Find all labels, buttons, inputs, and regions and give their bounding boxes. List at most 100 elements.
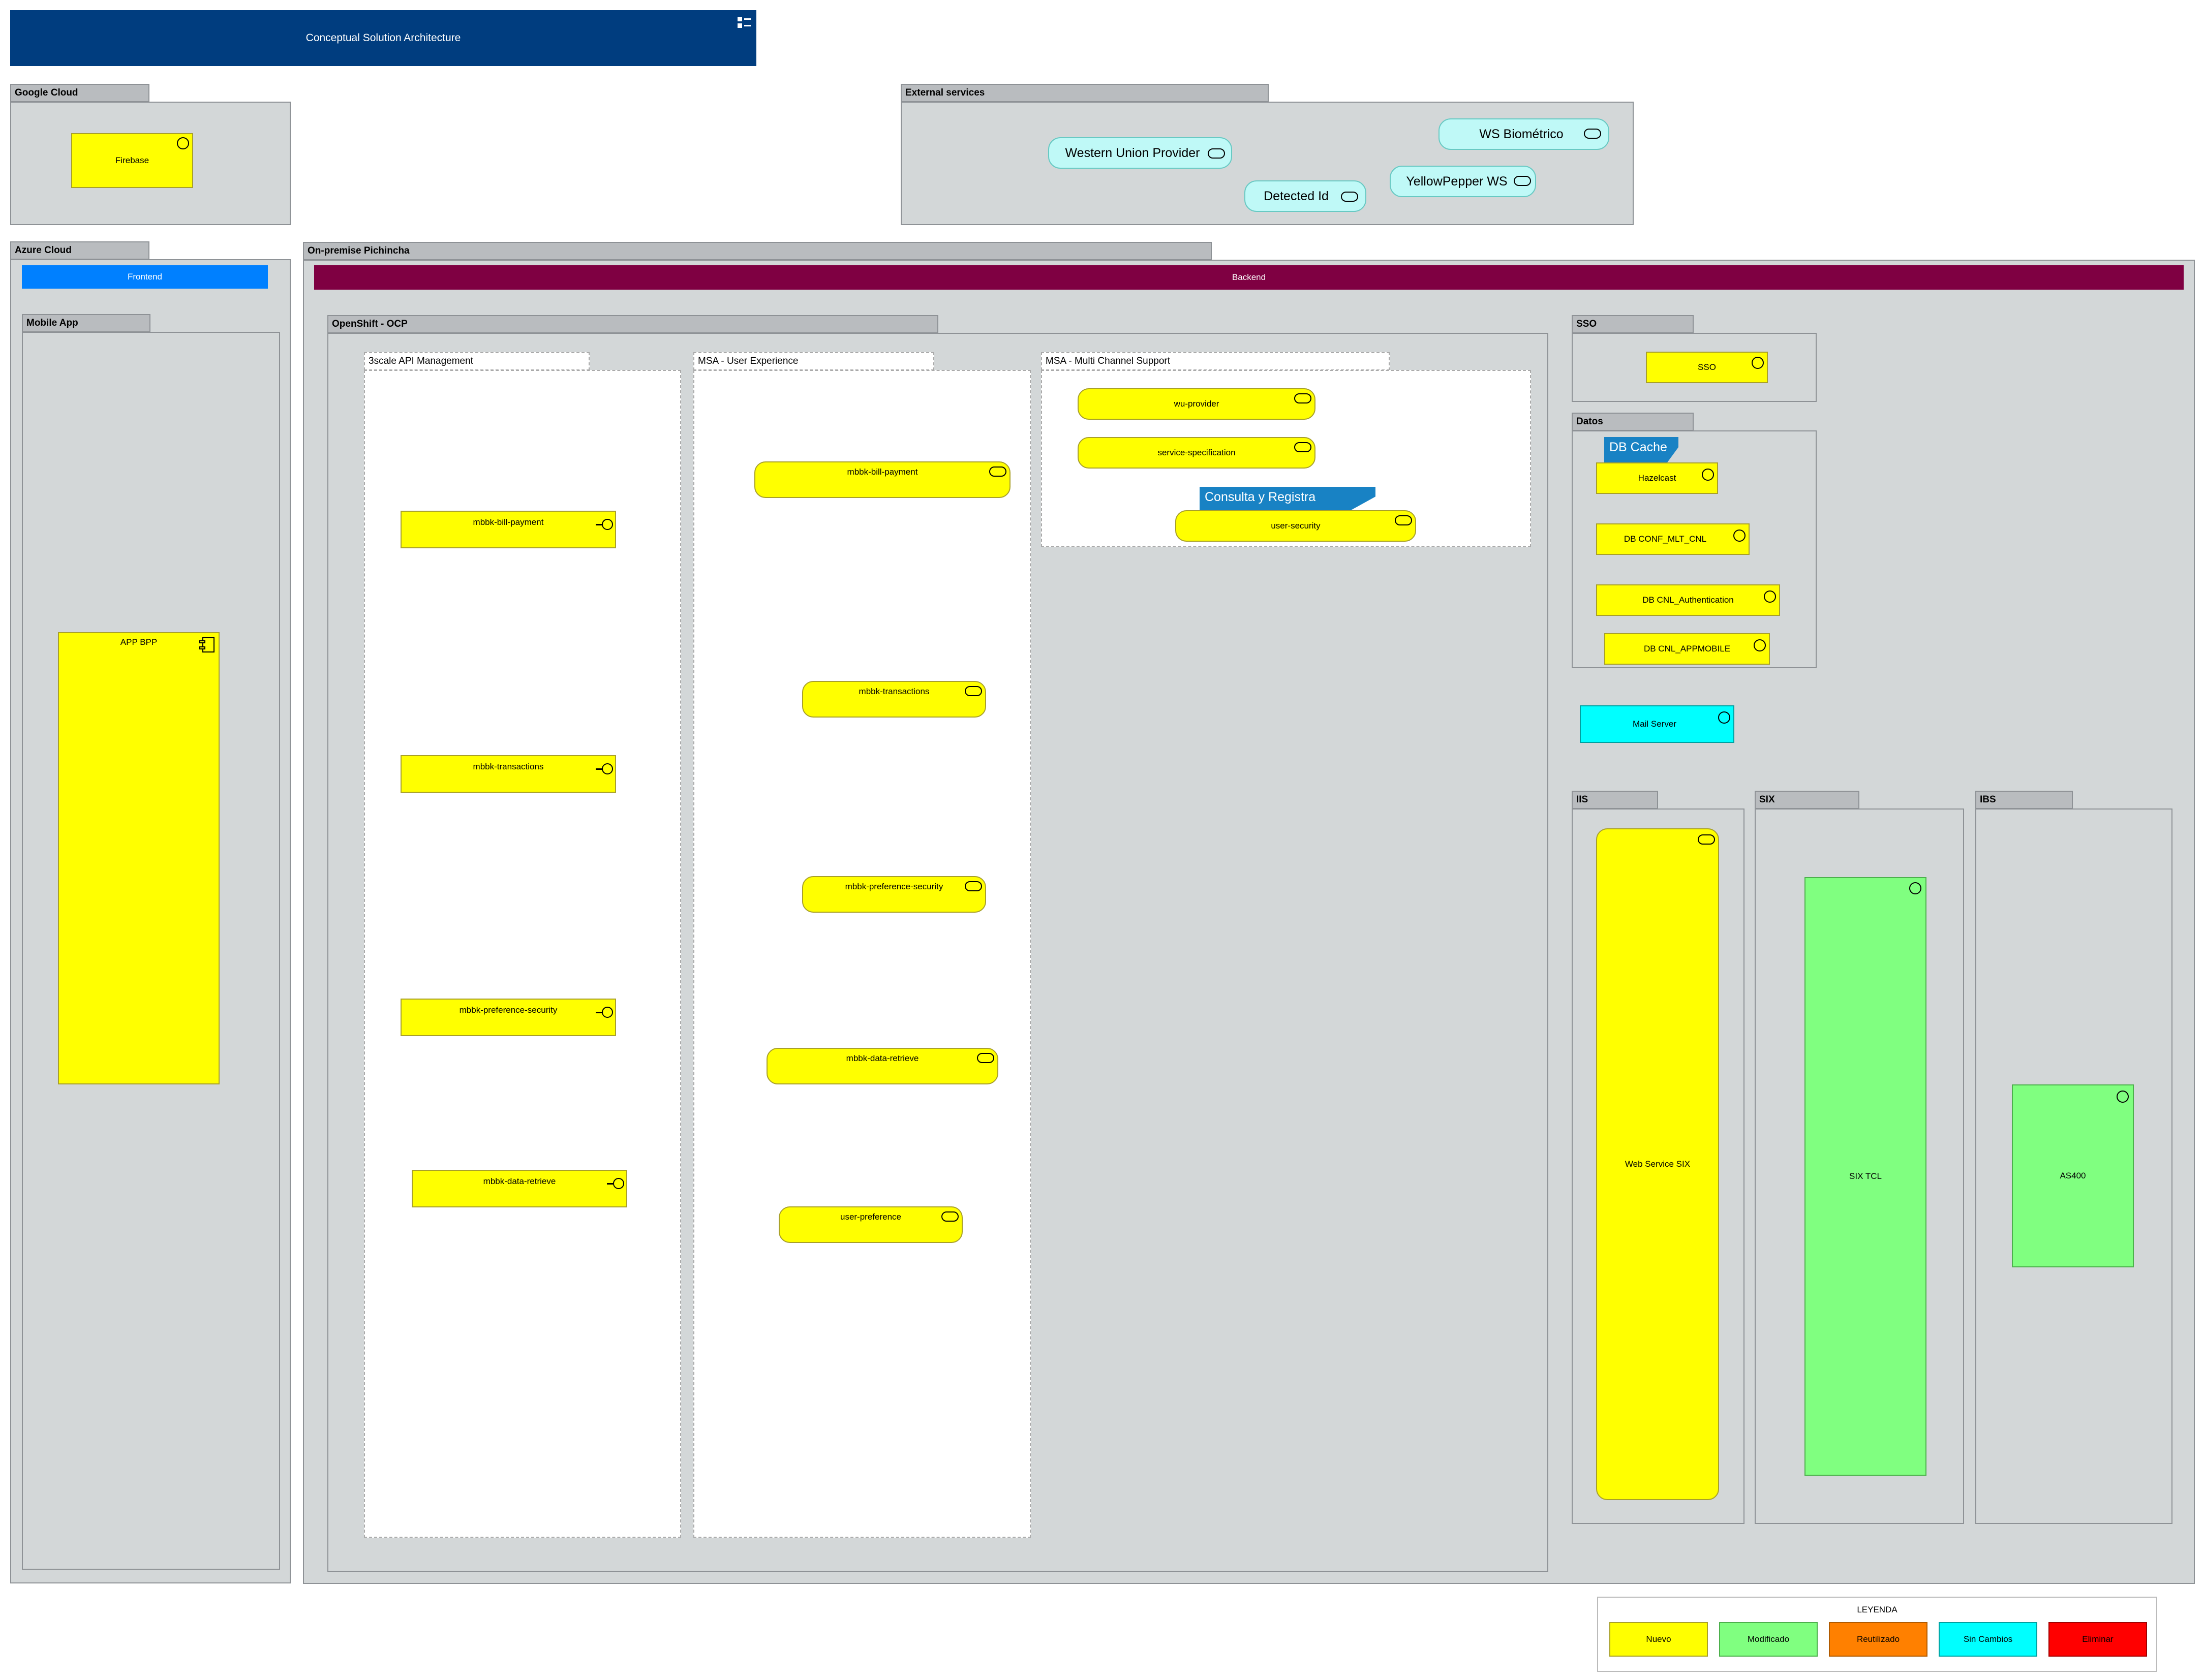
ibs-tab: IBS <box>1975 791 2073 809</box>
detected-id-node[interactable]: Detected Id <box>1244 180 1366 212</box>
mcs-wu-provider-label: wu-provider <box>1174 399 1219 409</box>
legend-eliminar-label: Eliminar <box>2082 1634 2114 1644</box>
western-union-node[interactable]: Western Union Provider <box>1048 137 1232 169</box>
backend-bar: Backend <box>314 265 2184 290</box>
legend-eliminar: Eliminar <box>2048 1622 2147 1657</box>
api-transactions-label: mbbk-transactions <box>473 762 544 771</box>
mcs-wu-provider-node[interactable]: wu-provider <box>1078 388 1315 420</box>
yellowpepper-node[interactable]: YellowPepper WS <box>1390 166 1536 197</box>
ws-biometrico-label: WS Biométrico <box>1479 127 1564 141</box>
as400-label: AS400 <box>2060 1171 2086 1180</box>
db-conf-node[interactable]: DB CONF_MLT_CNL <box>1596 523 1750 555</box>
ux-user-preference-label: user-preference <box>840 1212 901 1222</box>
app-bpp-label: APP BPP <box>120 637 158 647</box>
firebase-node[interactable]: Firebase <box>71 133 193 188</box>
node-icon <box>1733 530 1746 542</box>
legend-title: LEYENDA <box>1857 1605 1897 1614</box>
db-auth-label: DB CNL_Authentication <box>1642 595 1734 605</box>
legend-modificado-label: Modificado <box>1747 1634 1790 1644</box>
legend-reutilizado: Reutilizado <box>1829 1622 1927 1657</box>
api-transactions-node[interactable]: mbbk-transactions <box>401 755 616 793</box>
legend-reutilizado-label: Reutilizado <box>1856 1634 1900 1644</box>
node-icon <box>977 1053 994 1063</box>
six-tab: SIX <box>1755 791 1859 809</box>
external-services-tab: External services <box>901 84 1269 102</box>
mail-server-label: Mail Server <box>1633 719 1676 729</box>
consulta-flag: Consulta y Registra <box>1200 487 1375 511</box>
ux-preference-security-node[interactable]: mbbk-preference-security <box>802 876 986 913</box>
ux-data-retrieve-node[interactable]: mbbk-data-retrieve <box>767 1048 998 1084</box>
google-cloud-tab: Google Cloud <box>10 84 149 102</box>
node-icon <box>965 881 982 891</box>
node-icon <box>1752 357 1764 369</box>
node-icon <box>1341 192 1358 202</box>
sso-tab: SSO <box>1572 315 1694 333</box>
node-icon <box>1514 176 1531 186</box>
node-icon <box>989 466 1006 477</box>
yellowpepper-label: YellowPepper WS <box>1406 174 1508 189</box>
api-data-retrieve-node[interactable]: mbbk-data-retrieve <box>412 1170 627 1207</box>
mail-server-node[interactable]: Mail Server <box>1580 705 1734 743</box>
api-mgmt-group <box>364 370 681 1538</box>
legend-sin-cambios-label: Sin Cambios <box>1963 1634 2013 1644</box>
mcs-service-specification-node[interactable]: service-specification <box>1078 437 1315 469</box>
ux-bill-payment-node[interactable]: mbbk-bill-payment <box>754 461 1011 498</box>
component-icon <box>199 637 215 652</box>
sso-label: SSO <box>1698 362 1716 372</box>
ux-data-retrieve-label: mbbk-data-retrieve <box>846 1053 919 1063</box>
mobile-app-tab: Mobile App <box>22 314 150 332</box>
interface-icon <box>596 1007 613 1018</box>
msa-ux-group <box>693 370 1031 1538</box>
node-icon <box>1718 711 1730 724</box>
firebase-label: Firebase <box>115 155 149 165</box>
db-app-node[interactable]: DB CNL_APPMOBILE <box>1604 633 1770 665</box>
api-preference-security-node[interactable]: mbbk-preference-security <box>401 999 616 1036</box>
ux-preference-security-label: mbbk-preference-security <box>845 882 943 891</box>
interface-icon <box>596 763 613 774</box>
db-auth-node[interactable]: DB CNL_Authentication <box>1596 584 1780 616</box>
node-icon <box>1764 590 1776 603</box>
six-tcl-label: SIX TCL <box>1849 1171 1882 1181</box>
api-bill-payment-label: mbbk-bill-payment <box>473 517 544 527</box>
node-icon <box>1294 393 1311 403</box>
node-icon <box>1698 834 1715 845</box>
ws-biometrico-node[interactable]: WS Biométrico <box>1438 118 1609 150</box>
as400-node[interactable]: AS400 <box>2012 1084 2134 1267</box>
node-icon <box>965 686 982 696</box>
ux-bill-payment-label: mbbk-bill-payment <box>847 467 918 477</box>
azure-cloud-tab: Azure Cloud <box>10 241 149 260</box>
western-union-label: Western Union Provider <box>1065 145 1200 160</box>
frontend-bar: Frontend <box>22 265 268 289</box>
ux-transactions-node[interactable]: mbbk-transactions <box>802 681 986 718</box>
iis-tab: IIS <box>1572 791 1658 809</box>
hazelcast-label: Hazelcast <box>1638 473 1676 483</box>
diagram-title: Conceptual Solution Architecture <box>305 32 461 44</box>
node-icon <box>1754 639 1766 651</box>
node-icon <box>1584 129 1601 139</box>
ws-six-label: Web Service SIX <box>1625 1159 1691 1169</box>
legend-modificado: Modificado <box>1719 1622 1818 1657</box>
api-bill-payment-node[interactable]: mbbk-bill-payment <box>401 511 616 548</box>
detected-id-label: Detected Id <box>1264 189 1329 203</box>
node-icon <box>1702 469 1714 481</box>
ux-transactions-label: mbbk-transactions <box>859 687 930 696</box>
hazelcast-node[interactable]: Hazelcast <box>1596 462 1718 494</box>
legend-nuevo: Nuevo <box>1609 1622 1708 1657</box>
node-icon <box>1208 148 1225 159</box>
node-icon <box>177 137 189 149</box>
grouping-icon <box>737 16 751 29</box>
db-app-label: DB CNL_APPMOBILE <box>1643 644 1731 654</box>
openshift-tab: OpenShift - OCP <box>327 315 938 333</box>
legend-sin-cambios: Sin Cambios <box>1939 1622 2037 1657</box>
mcs-user-security-label: user-security <box>1271 521 1321 531</box>
msa-ux-tab: MSA - User Experience <box>693 352 934 370</box>
interface-icon <box>607 1178 624 1189</box>
app-bpp-node[interactable]: APP BPP <box>58 632 220 1084</box>
ws-six-node[interactable]: Web Service SIX <box>1596 828 1719 1500</box>
sso-node[interactable]: SSO <box>1646 352 1768 383</box>
db-cache-flag: DB Cache <box>1604 437 1678 462</box>
msa-mcs-tab: MSA - Multi Channel Support <box>1041 352 1390 370</box>
ux-user-preference-node[interactable]: user-preference <box>779 1206 963 1243</box>
six-tcl-node[interactable]: SIX TCL <box>1804 877 1926 1476</box>
mcs-user-security-node[interactable]: user-security <box>1175 510 1416 542</box>
